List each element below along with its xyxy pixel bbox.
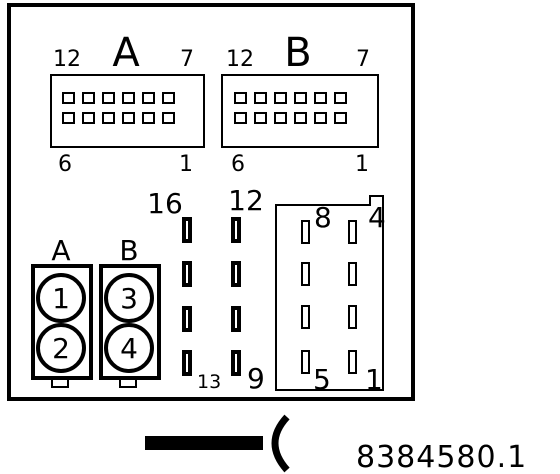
round-plugs: A B 1 2 3 4 (31, 234, 161, 388)
connector-b-body (221, 74, 379, 148)
connector-a-pin-7: 7 (180, 47, 194, 72)
round-plug-pin-1-label: 1 (52, 282, 70, 315)
round-plug-b-label: B (119, 234, 138, 267)
mid-pin-16: 16 (147, 187, 183, 220)
right-pin-4: 4 (368, 201, 386, 234)
connector-a-pin-6: 6 (58, 152, 72, 177)
connector-a: A 12 7 6 1 (50, 30, 205, 177)
mid-blades-col1 (182, 217, 192, 376)
housing-frame (7, 3, 415, 401)
right-block-body (275, 195, 384, 391)
connector-b-slots (234, 92, 347, 124)
round-plug-b-pin-4 (104, 323, 154, 373)
connector-a-body (50, 74, 205, 148)
mid-terminal-block: 16 12 13 9 (147, 184, 265, 395)
connector-a-letter: A (112, 30, 140, 76)
connector-b: B 12 7 6 1 (221, 30, 379, 177)
right-block-pins (301, 220, 357, 374)
right-terminal-block: 8 4 5 1 (275, 195, 386, 396)
right-pin-5: 5 (313, 363, 331, 396)
connector-b-letter: B (284, 30, 311, 76)
mid-blades-col2 (231, 217, 241, 376)
mid-pin-12: 12 (228, 184, 264, 217)
arrow-cable-end (271, 414, 290, 473)
connector-b-pin-1: 1 (355, 152, 369, 177)
mid-pin-9: 9 (247, 362, 265, 395)
figure-code: 8384580.1 (356, 440, 527, 474)
round-plug-a-pin-1 (36, 273, 86, 323)
round-plug-a-pin-2 (36, 323, 86, 373)
connector-b-pin-6: 6 (231, 152, 245, 177)
connector-b-pin-7: 7 (356, 47, 370, 72)
round-plug-a-label: A (51, 234, 70, 267)
round-plug-pin-2-label: 2 (52, 332, 70, 365)
round-plug-pin-4-label: 4 (120, 332, 138, 365)
connector-a-pin-12: 12 (53, 47, 81, 72)
connector-a-slots (62, 92, 175, 124)
round-plug-b-pin-3 (104, 273, 154, 323)
right-pin-1: 1 (365, 363, 383, 396)
connector-b-pin-12: 12 (226, 47, 254, 72)
round-plug-a-tab (51, 377, 69, 388)
connector-a-pin-1: 1 (179, 152, 193, 177)
arrow-shaft (145, 436, 263, 450)
mid-pin-13: 13 (197, 371, 221, 393)
view-direction-arrow (145, 414, 290, 473)
round-plug-pin-3-label: 3 (120, 282, 138, 315)
round-plug-b-tab (119, 377, 137, 388)
right-pin-8: 8 (314, 201, 332, 234)
